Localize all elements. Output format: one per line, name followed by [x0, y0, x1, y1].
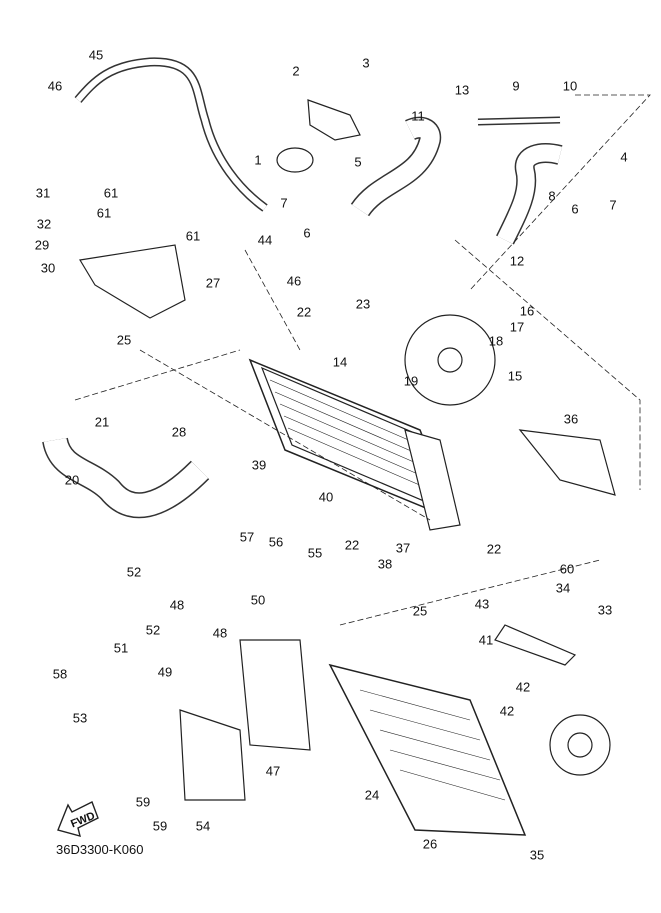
- callout-61[interactable]: 61: [103, 185, 119, 201]
- bracket-36: [518, 429, 616, 496]
- pump-housing: [549, 714, 611, 776]
- callout-9[interactable]: 9: [512, 78, 520, 94]
- callout-51[interactable]: 51: [113, 640, 129, 656]
- callout-19[interactable]: 19: [403, 373, 419, 389]
- callout-61[interactable]: 61: [96, 205, 112, 221]
- callout-44[interactable]: 44: [257, 232, 273, 248]
- callout-13[interactable]: 13: [454, 82, 470, 98]
- callout-30[interactable]: 30: [40, 260, 56, 276]
- callout-22[interactable]: 22: [296, 304, 312, 320]
- callout-27[interactable]: 27: [205, 275, 221, 291]
- callout-2[interactable]: 2: [292, 63, 300, 79]
- reservoir-tank-47: [239, 639, 311, 751]
- callout-16[interactable]: 16: [519, 303, 535, 319]
- callout-49[interactable]: 49: [157, 664, 173, 680]
- callout-17[interactable]: 17: [509, 319, 525, 335]
- callout-32[interactable]: 32: [36, 216, 52, 232]
- cover-54: [179, 709, 246, 801]
- callout-58[interactable]: 58: [52, 666, 68, 682]
- callout-42[interactable]: 42: [515, 679, 531, 695]
- fan-15: [404, 314, 496, 406]
- callout-15[interactable]: 15: [507, 368, 523, 384]
- callout-25[interactable]: 25: [412, 603, 428, 619]
- callout-28[interactable]: 28: [171, 424, 187, 440]
- bracket-27: [79, 244, 186, 319]
- callout-22[interactable]: 22: [344, 537, 360, 553]
- callout-45[interactable]: 45: [88, 47, 104, 63]
- callout-11[interactable]: 11: [411, 108, 425, 124]
- callout-7[interactable]: 7: [609, 197, 617, 213]
- callout-41[interactable]: 41: [478, 632, 494, 648]
- callout-52[interactable]: 52: [145, 622, 161, 638]
- callout-46[interactable]: 46: [286, 273, 302, 289]
- callout-59[interactable]: 59: [135, 794, 151, 810]
- callout-52[interactable]: 52: [126, 564, 142, 580]
- callout-40[interactable]: 40: [318, 489, 334, 505]
- callout-18[interactable]: 18: [488, 333, 504, 349]
- callout-5[interactable]: 5: [354, 154, 362, 170]
- callout-34[interactable]: 34: [555, 580, 571, 596]
- callout-33[interactable]: 33: [597, 602, 613, 618]
- callout-48[interactable]: 48: [169, 597, 185, 613]
- callout-23[interactable]: 23: [355, 296, 371, 312]
- callout-47[interactable]: 47: [265, 763, 281, 779]
- callout-25[interactable]: 25: [116, 332, 132, 348]
- callout-14[interactable]: 14: [332, 354, 348, 370]
- callout-22[interactable]: 22: [486, 541, 502, 557]
- callout-53[interactable]: 53: [72, 710, 88, 726]
- callout-50[interactable]: 50: [250, 592, 266, 608]
- callout-8[interactable]: 8: [548, 188, 556, 204]
- callout-3[interactable]: 3: [362, 55, 370, 71]
- callout-20[interactable]: 20: [64, 472, 80, 488]
- callout-6[interactable]: 6: [303, 225, 311, 241]
- callout-38[interactable]: 38: [377, 556, 393, 572]
- callout-31[interactable]: 31: [35, 185, 51, 201]
- pipe-41: [494, 624, 577, 666]
- drawing-code: 36D3300-K060: [56, 842, 144, 857]
- callout-7[interactable]: 7: [280, 195, 288, 211]
- thermostat-1: [276, 147, 314, 173]
- callout-42[interactable]: 42: [499, 703, 515, 719]
- callout-61[interactable]: 61: [185, 228, 201, 244]
- callout-56[interactable]: 56: [268, 534, 284, 550]
- callout-48[interactable]: 48: [212, 625, 228, 641]
- callout-24[interactable]: 24: [364, 787, 380, 803]
- callout-55[interactable]: 55: [307, 545, 323, 561]
- radiator-cover-24: [328, 663, 527, 836]
- callout-12[interactable]: 12: [509, 253, 525, 269]
- callout-1[interactable]: 1: [254, 152, 262, 168]
- callout-35[interactable]: 35: [529, 847, 545, 863]
- callout-59[interactable]: 59: [152, 818, 168, 834]
- callout-29[interactable]: 29: [34, 237, 50, 253]
- callout-36[interactable]: 36: [563, 411, 579, 427]
- callout-4[interactable]: 4: [620, 149, 628, 165]
- thermostat-cover-2: [307, 99, 361, 141]
- callout-43[interactable]: 43: [474, 596, 490, 612]
- callout-39[interactable]: 39: [251, 457, 267, 473]
- fwd-arrow-icon: FWD: [57, 801, 99, 837]
- callout-21[interactable]: 21: [94, 414, 110, 430]
- callout-54[interactable]: 54: [195, 818, 211, 834]
- callout-57[interactable]: 57: [239, 529, 255, 545]
- callout-6[interactable]: 6: [571, 201, 579, 217]
- radiator-14: [248, 358, 461, 531]
- callout-46[interactable]: 46: [47, 78, 63, 94]
- callout-10[interactable]: 10: [562, 78, 578, 94]
- callout-37[interactable]: 37: [395, 540, 411, 556]
- callout-60[interactable]: 60: [559, 561, 575, 577]
- callout-26[interactable]: 26: [422, 836, 438, 852]
